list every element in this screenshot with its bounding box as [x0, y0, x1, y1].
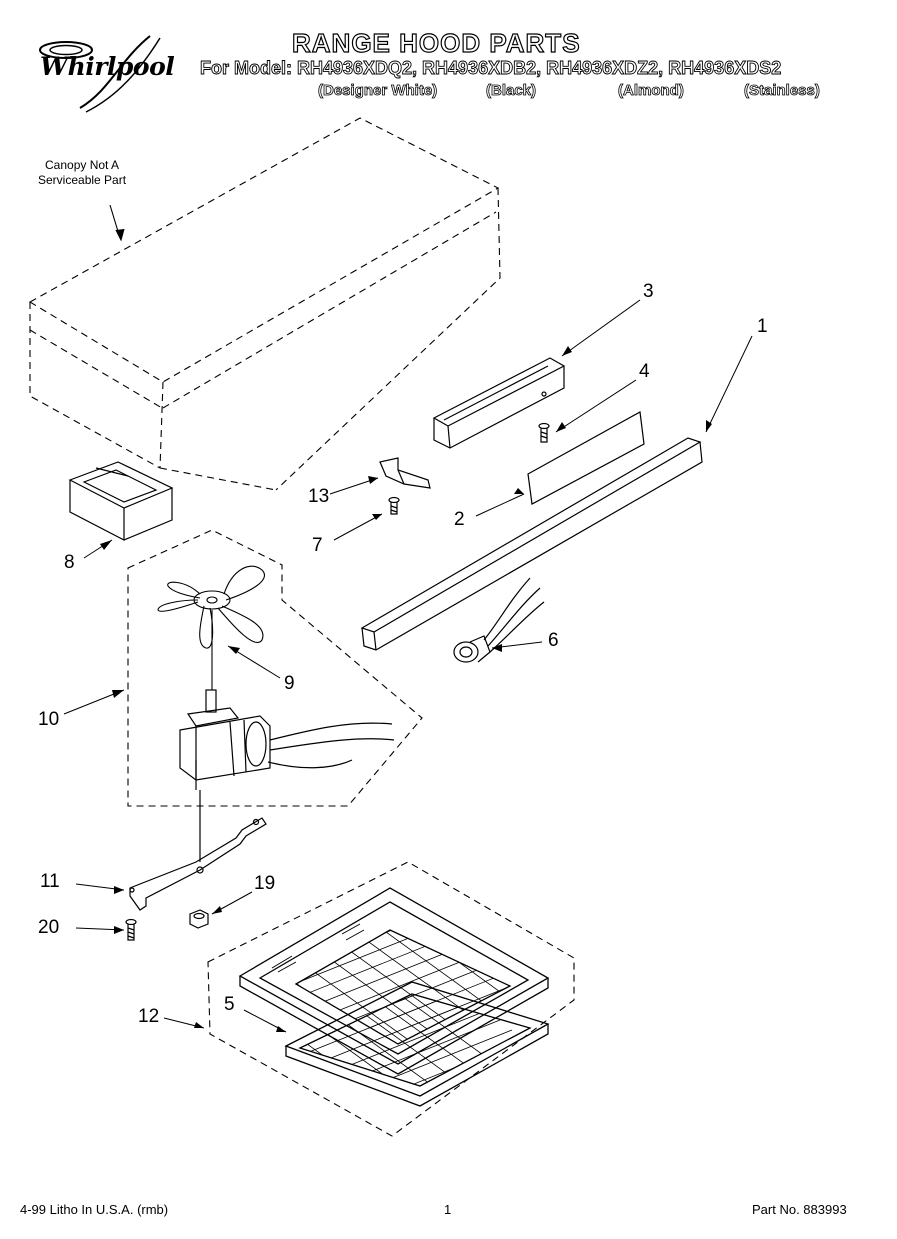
part-4-screw	[538, 422, 550, 443]
part-13-clip	[379, 457, 431, 489]
part-12-filter-assembly-outline	[207, 861, 575, 1137]
part-9-fan-blade	[157, 565, 265, 690]
model-list: For Model: RH4936XDQ2, RH4936XDB2, RH493…	[200, 58, 782, 79]
callout-7: 7	[312, 535, 323, 556]
footer-litho: 4-99 Litho In U.S.A. (rmb)	[20, 1202, 169, 1217]
callout-2: 2	[454, 509, 465, 530]
canopy-outline	[28, 117, 501, 491]
footer-page-number: 1	[444, 1202, 452, 1217]
leader-arrowheads	[100, 346, 712, 1032]
callout-1: 1	[757, 316, 768, 337]
part-1-trim-strip	[360, 437, 703, 651]
canopy-note: Canopy Not A Serviceable Part	[38, 158, 126, 188]
variant-designer-white: (Designer White)	[318, 82, 438, 100]
part-8-damper	[68, 461, 174, 541]
part-20-screw	[125, 918, 137, 941]
part-19-nut	[189, 909, 209, 929]
callout-12: 12	[138, 1006, 160, 1027]
callout-8: 8	[64, 552, 75, 573]
callout-10: 10	[38, 709, 60, 730]
part-3-light-housing	[432, 357, 566, 449]
callout-6: 6	[548, 630, 559, 651]
part-7-screw	[388, 496, 400, 515]
canopy-note-line2: Serviceable Part	[38, 173, 127, 187]
callout-4: 4	[639, 361, 650, 382]
whirlpool-logo: Whirlpool	[40, 52, 175, 81]
part-5-filter-bottom	[284, 981, 550, 1107]
part-10-motor	[179, 689, 395, 862]
callout-13: 13	[308, 486, 330, 507]
callout-20: 20	[38, 917, 60, 938]
variant-black: (Black)	[486, 82, 537, 100]
part-11-bracket	[129, 817, 267, 911]
callout-11: 11	[40, 871, 60, 892]
leader-lines	[63, 299, 753, 1033]
whirlpool-swoosh-icon	[39, 35, 161, 113]
callout-3: 3	[643, 281, 654, 302]
variant-stainless: (Stainless)	[744, 82, 821, 100]
canopy-note-line1: Canopy Not A	[45, 158, 120, 172]
page-title: RANGE HOOD PARTS	[291, 27, 581, 58]
part-10-motor-assembly-outline	[127, 529, 423, 807]
variant-almond: (Almond)	[618, 82, 685, 100]
footer-part-number: Part No. 883993	[752, 1202, 847, 1217]
callout-5: 5	[224, 994, 235, 1015]
part-2-lens	[527, 411, 645, 505]
callout-19: 19	[254, 873, 276, 894]
callout-9: 9	[284, 673, 295, 694]
